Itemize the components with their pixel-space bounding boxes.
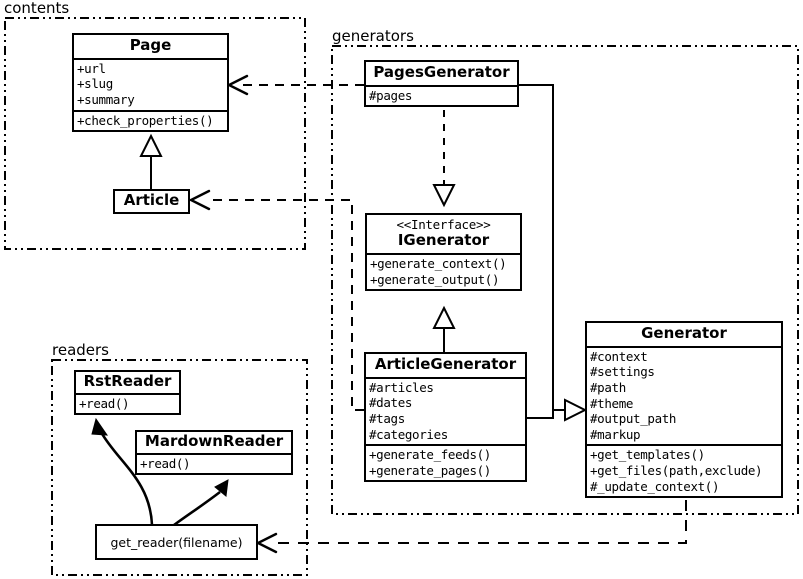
- class-methods-articlegenerator: +generate_feeds() +generate_pages(): [366, 446, 525, 480]
- class-box-page[interactable]: Page +url +slug +summary +check_properti…: [72, 33, 229, 133]
- dependency-arrowhead-page: [226, 74, 249, 96]
- returns-getreader-to-mardownreader: [173, 490, 221, 527]
- class-method: +generate_feeds(): [369, 447, 491, 463]
- generalization-arrowhead-igenerator-2: [432, 305, 456, 329]
- class-box-rstreader[interactable]: RstReader +read(): [74, 370, 181, 416]
- dependency-arrowhead-getreader: [255, 532, 278, 554]
- class-attribute: +slug: [77, 76, 113, 92]
- class-name-label: IGenerator: [397, 231, 490, 250]
- class-attributes-pagesgenerator: #pages: [366, 87, 517, 106]
- returns-arrowhead-rstreader: [91, 417, 108, 436]
- class-attribute: #pages: [369, 87, 413, 103]
- class-name-generator: Generator: [641, 324, 727, 342]
- class-name-mardownreader: MardownReader: [144, 432, 284, 450]
- class-methods-rstreader: +read(): [76, 395, 179, 414]
- class-attribute: #tags: [369, 410, 405, 426]
- class-methods-igenerator: +generate_context() +generate_output(): [367, 255, 520, 289]
- class-attribute: #categories: [369, 426, 448, 442]
- package-label-readers: readers: [51, 341, 111, 359]
- class-attribute: #articles: [369, 379, 434, 395]
- class-method: +get_files(path,exclude): [590, 462, 763, 478]
- class-method: #_update_context(): [590, 478, 720, 494]
- class-method: +generate_context(): [370, 256, 507, 272]
- class-attributes-generator: #context #settings #path #theme #output_…: [587, 348, 781, 445]
- dependency-arrowhead-article: [188, 189, 211, 211]
- class-attribute: #dates: [369, 395, 413, 411]
- class-methods-page: +check_properties(): [74, 112, 227, 131]
- class-box-article[interactable]: Article: [113, 189, 190, 214]
- class-attribute: #settings: [590, 364, 655, 380]
- class-methods-generator: +get_templates() +get_files(path,exclude…: [587, 446, 781, 496]
- realization-arrowhead-igenerator: [432, 184, 456, 208]
- class-box-mardownreader[interactable]: MardownReader +read(): [135, 430, 293, 476]
- class-method: +generate_pages(): [369, 462, 491, 478]
- class-method: +read(): [79, 395, 130, 411]
- class-method: +check_properties(): [77, 112, 214, 128]
- generalization-arrowhead-generator: [564, 398, 588, 422]
- class-attribute: #path: [590, 379, 626, 395]
- class-methods-mardownreader: +read(): [137, 455, 291, 474]
- class-attributes-articlegenerator: #articles #dates #tags #categories: [366, 379, 525, 444]
- class-name-article: Article: [123, 191, 180, 209]
- generalization-arrowhead-page: [139, 133, 163, 157]
- function-label: get_reader(filename): [110, 534, 243, 550]
- class-name-igenerator: <<Interface>> IGenerator: [367, 215, 520, 253]
- class-box-generator[interactable]: Generator #context #settings #path #them…: [585, 321, 783, 499]
- function-box-get-reader[interactable]: get_reader(filename): [95, 524, 258, 560]
- class-attribute: +url: [77, 60, 106, 76]
- class-method: +read(): [140, 455, 191, 471]
- dependency-generator-to-getreader: [272, 500, 687, 544]
- class-attributes-page: +url +slug +summary: [74, 60, 227, 110]
- class-name-page: Page: [129, 36, 172, 54]
- dependency-articlegenerator-to-article: [206, 199, 364, 411]
- class-attribute: #output_path: [590, 411, 677, 427]
- class-method: +generate_output(): [370, 271, 500, 287]
- class-box-articlegenerator[interactable]: ArticleGenerator #articles #dates #tags …: [364, 352, 527, 483]
- class-name-articlegenerator: ArticleGenerator: [374, 355, 517, 373]
- class-method: +get_templates(): [590, 447, 705, 463]
- class-attribute: #context: [590, 348, 648, 364]
- class-attribute: +summary: [77, 91, 135, 107]
- class-name-rstreader: RstReader: [83, 372, 172, 390]
- package-label-generators: generators: [331, 27, 416, 45]
- package-label-contents: contents: [3, 0, 72, 17]
- class-box-pagesgenerator[interactable]: PagesGenerator #pages: [364, 60, 519, 108]
- class-name-pagesgenerator: PagesGenerator: [373, 63, 510, 81]
- returns-arrowhead-mardownreader: [214, 479, 229, 497]
- generalization-articlegenerator-to-generator: [527, 409, 565, 419]
- class-attribute: #markup: [590, 426, 641, 442]
- class-box-igenerator[interactable]: <<Interface>> IGenerator +generate_conte…: [365, 213, 522, 292]
- class-attribute: #theme: [590, 395, 634, 411]
